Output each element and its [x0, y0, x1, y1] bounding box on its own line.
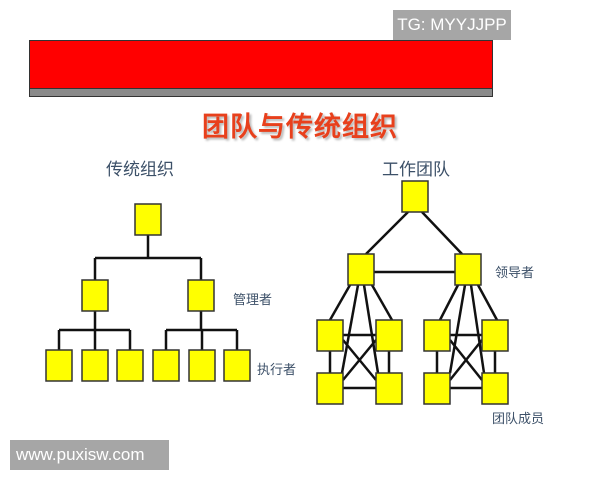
team-member-node	[375, 372, 403, 405]
team-member-node	[423, 372, 451, 405]
team-member-node	[423, 319, 451, 352]
traditional-executor-node	[223, 349, 251, 382]
page-title: 团队与传统组织	[202, 112, 398, 143]
team-member-node	[375, 319, 403, 352]
nodes	[45, 180, 509, 405]
watermark-bottom-left: www.puxisw.com	[10, 440, 169, 470]
work-team-heading: 工作团队	[382, 160, 450, 180]
team-leader-node	[347, 253, 375, 286]
executors-label: 执行者	[257, 363, 297, 378]
watermark-top-right: TG: MYYJJPP	[393, 10, 511, 40]
team-member-node	[481, 372, 509, 405]
traditional-executor-node	[152, 349, 180, 382]
edges	[57, 211, 499, 390]
team-leader-node	[454, 253, 482, 286]
traditional-manager-node	[81, 279, 109, 312]
traditional-org-heading: 传统组织	[106, 160, 174, 180]
traditional-executor-node	[188, 349, 216, 382]
team-member-node	[481, 319, 509, 352]
traditional-executor-node	[81, 349, 109, 382]
team-top-node	[401, 180, 429, 213]
team-member-node	[316, 372, 344, 405]
managers-label: 管理者	[233, 293, 273, 308]
leaders-label: 领导者	[495, 266, 535, 281]
team-members-label: 团队成员	[492, 412, 545, 427]
traditional-executor-node	[116, 349, 144, 382]
red-banner	[29, 40, 493, 89]
traditional-manager-node	[187, 279, 215, 312]
team-member-node	[316, 319, 344, 352]
traditional-top-node	[134, 203, 162, 236]
banner-gray-strip	[29, 89, 493, 97]
traditional-executor-node	[45, 349, 73, 382]
